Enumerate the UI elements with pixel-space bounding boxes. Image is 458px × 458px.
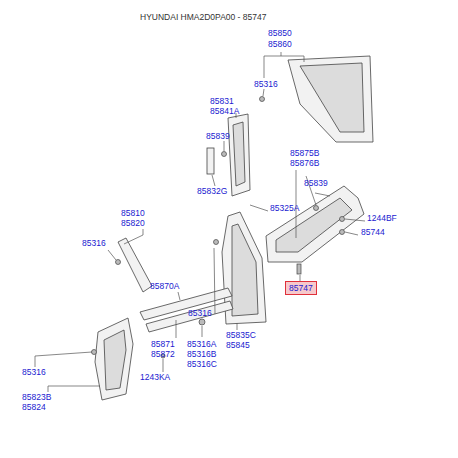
- callout-number: 85860: [268, 39, 292, 49]
- callout-number: 85316C: [187, 359, 217, 369]
- trim-panel-face: [104, 330, 126, 390]
- callout-number: 85835C: [226, 330, 256, 340]
- callout-number: 85823B: [22, 392, 51, 402]
- clip: [214, 240, 219, 245]
- bolt: [340, 217, 345, 222]
- callout-number: 85870A: [150, 281, 179, 291]
- callout-number: 85831: [210, 96, 234, 106]
- callout-number: 85872: [151, 349, 175, 359]
- clip: [116, 260, 121, 265]
- clip: [199, 319, 205, 325]
- highlighted-part-number: 85747: [285, 281, 317, 295]
- clip: [314, 206, 319, 211]
- callout-number: 85875B: [290, 148, 319, 158]
- scuff-plate: [146, 301, 233, 332]
- callout-number: 85810: [121, 208, 145, 218]
- callout-number: 85824: [22, 402, 46, 412]
- callout-number: 85839: [206, 131, 230, 141]
- front-pillar-trim: [118, 238, 152, 292]
- callout-number: 85744: [361, 227, 385, 237]
- callout-number: 85841A: [210, 106, 239, 116]
- callout-number: 85316: [82, 238, 106, 248]
- leader-lines: [35, 52, 365, 392]
- callout-number: 1244BF: [367, 213, 397, 223]
- trim-panel-face: [233, 122, 245, 186]
- cowl-side-trim: [95, 318, 133, 400]
- trim-panel-face: [300, 63, 364, 132]
- callout-number: 85325A: [270, 203, 299, 213]
- callout-number: 85820: [121, 218, 145, 228]
- callout-number: 85316A: [187, 339, 216, 349]
- callout-number: 85832G: [197, 186, 227, 196]
- b-pillar-insert: [207, 148, 214, 174]
- callout-number: 85316: [254, 79, 278, 89]
- callout-number: 85839: [304, 178, 328, 188]
- c-pillar-trim: [288, 56, 373, 142]
- callout-number: 85316: [188, 308, 212, 318]
- part-number: 85747: [289, 283, 313, 293]
- trim-panel-face: [232, 224, 258, 316]
- callout-number: 85845: [226, 340, 250, 350]
- callout-number: 85871: [151, 339, 175, 349]
- page-title: HYUNDAI HMA2D0PA00 - 85747: [140, 12, 266, 22]
- screw: [297, 264, 301, 274]
- callout-number: 1243KA: [140, 372, 170, 382]
- b-pillar-upper-trim: [228, 114, 250, 196]
- callout-number: 85850: [268, 28, 292, 38]
- rear-step-trim: [266, 186, 364, 262]
- nut: [340, 230, 345, 235]
- callout-number: 85876B: [290, 158, 319, 168]
- clip: [222, 152, 227, 157]
- clip: [92, 350, 97, 355]
- clip: [260, 97, 265, 102]
- callout-number: 85316: [22, 367, 46, 377]
- callout-number: 85316B: [187, 349, 216, 359]
